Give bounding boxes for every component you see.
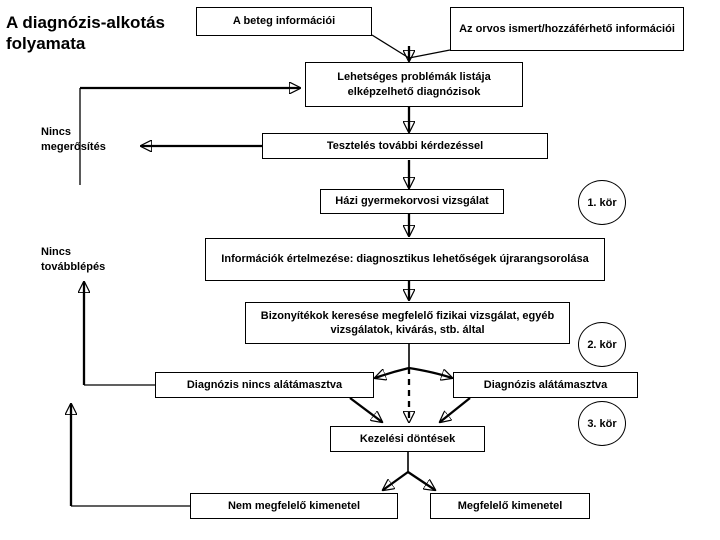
wire-unsupported-to-treatment (349, 397, 382, 422)
page-title: A diagnózis-alkotás folyamata (6, 13, 166, 54)
box-evidence[interactable]: Bizonyítékok keresése megfelelő fizikai … (245, 302, 570, 344)
box-pediatric-exam[interactable]: Házi gyermekorvosi vizsgálat (320, 189, 504, 214)
wire-patient-to-merge (371, 34, 410, 59)
box-interpretation[interactable]: Információk értelmezése: diagnosztikus l… (205, 238, 605, 281)
wire-treatment-to-good-outcome (407, 471, 435, 490)
wire-split-left (375, 366, 410, 378)
circle-round-1: 1. kör (578, 180, 626, 225)
wire-treatment-to-bad-outcome (383, 471, 409, 490)
box-problem-list[interactable]: Lehetséges problémák listája elképzelhet… (305, 62, 523, 107)
circle-round-3: 3. kör (578, 401, 626, 446)
box-patient-info[interactable]: A beteg információi (196, 7, 372, 36)
box-bad-outcome[interactable]: Nem megfelelő kimenetel (190, 493, 398, 519)
circle-round-2: 2. kör (578, 322, 626, 367)
box-treatment-decisions[interactable]: Kezelési döntések (330, 426, 485, 452)
wire-doctor-to-merge (408, 49, 451, 59)
box-doctor-info[interactable]: Az orvos ismert/hozzáférhető információi (450, 7, 684, 51)
wire-split-right (408, 366, 452, 378)
box-diagnosis-unsupported[interactable]: Diagnózis nincs alátámasztva (155, 372, 374, 398)
label-no-confirmation: Nincs megerősítés (41, 126, 106, 153)
box-diagnosis-supported[interactable]: Diagnózis alátámasztva (453, 372, 638, 398)
label-no-progress: Nincs továbblépés (41, 246, 106, 273)
box-testing[interactable]: Tesztelés további kérdezéssel (262, 133, 548, 159)
wire-supported-to-treatment (440, 397, 471, 422)
box-good-outcome[interactable]: Megfelelő kimenetel (430, 493, 590, 519)
